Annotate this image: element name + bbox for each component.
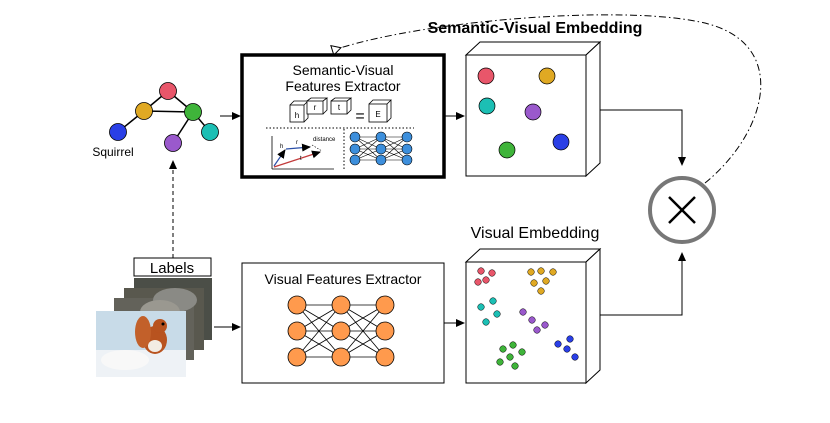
graph-node-red: [159, 82, 177, 100]
plot-distance-label: distance: [313, 137, 336, 143]
feedback-arrow: [340, 14, 762, 184]
plot-t-label: t: [300, 156, 302, 162]
h-block-label: h: [295, 111, 299, 120]
t-block-label: t: [338, 103, 341, 112]
sv-extractor-title-line1: Semantic-Visual: [293, 62, 394, 78]
knowledge-graph: [109, 82, 219, 152]
r-block-label: r: [314, 103, 317, 112]
semantic-visual-embedding-cube: [464, 40, 602, 178]
visual-embedding-cube: [464, 247, 602, 385]
visual-extractor-title: Visual Features Extractor: [265, 271, 422, 287]
graph-node-teal: [201, 123, 219, 141]
large-neural-network: [287, 295, 395, 367]
e-block-label: E: [375, 110, 380, 119]
visual-embedding-title: Visual Embedding: [471, 225, 600, 242]
equals-sign: =: [355, 108, 364, 125]
graph-node-green: [184, 103, 202, 121]
visual-embedding-to-product-arrow: [600, 252, 686, 316]
sv-embedding-to-product-arrow: [600, 109, 686, 166]
labels-box: [133, 257, 212, 277]
labels-box-text: Labels: [150, 260, 194, 277]
product-operator: [648, 176, 716, 244]
image-stack: [96, 278, 212, 377]
kg-embedding-blocks: [289, 97, 392, 123]
graph-node-blue: [109, 123, 127, 141]
small-neural-network: [349, 131, 413, 166]
plot-h-label: h: [280, 144, 283, 150]
graph-node-yellow: [135, 102, 153, 120]
plot-r-label: r: [296, 140, 298, 146]
graph-node-purple: [164, 134, 182, 152]
squirrel-node-label: Squirrel: [92, 145, 133, 159]
semantic-visual-embedding-title: Semantic-Visual Embedding: [428, 20, 643, 37]
sv-extractor-title-line2: Features Extractor: [285, 78, 400, 94]
translational-plot: [271, 136, 334, 170]
